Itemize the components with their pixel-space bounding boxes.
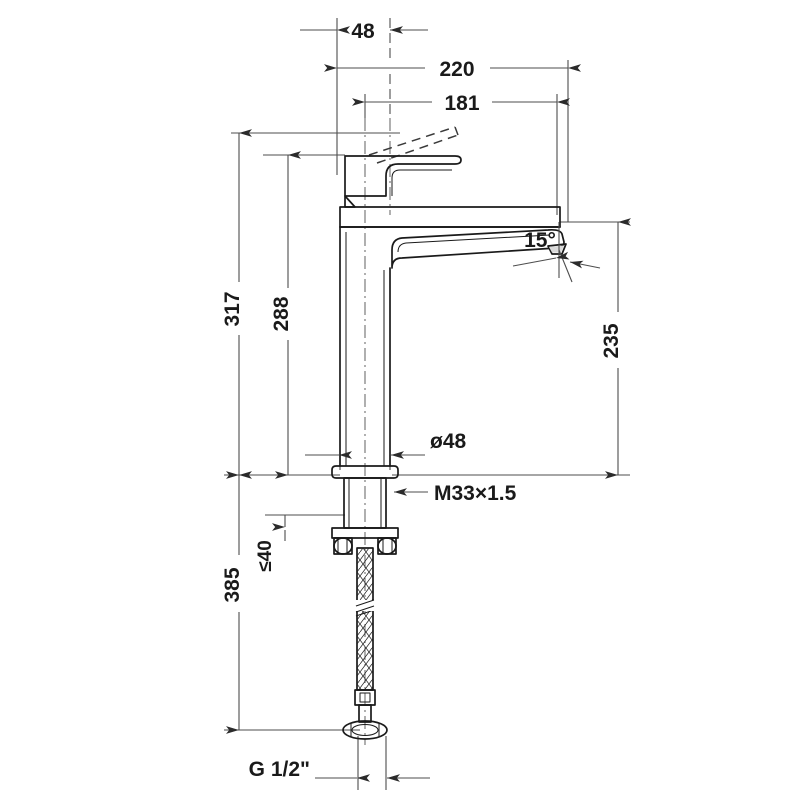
faucet-column: [339, 226, 391, 467]
dim-g12-group: G 1/2": [249, 758, 430, 782]
dim-235-group: 235: [600, 218, 631, 479]
extension-lines: [224, 18, 630, 790]
dim-48-label: 48: [351, 20, 375, 43]
dim-15deg-group: 15°: [512, 222, 601, 283]
mounting-washer: [331, 527, 399, 539]
dim-317-group: 317: [221, 129, 252, 479]
dim-385-label: 385: [221, 567, 244, 602]
lever-raised-hidden: [368, 126, 459, 164]
nut-right-profile: [377, 537, 397, 555]
dim-220-group: 220: [324, 58, 581, 81]
dim-15deg-label: 15°: [524, 229, 556, 252]
spout-body: [391, 228, 565, 269]
hose-braid-texture: [357, 548, 373, 690]
handle-base: [344, 195, 356, 208]
base-flange: [331, 465, 399, 479]
dim-d48-group: ø48: [305, 430, 467, 459]
g12-connector-nut: [342, 720, 388, 740]
lever-handle: [344, 155, 462, 197]
dim-317-label: 317: [221, 291, 244, 326]
dim-m33-label: M33×1.5: [434, 482, 517, 505]
lever-raised-hidden-end: [454, 126, 459, 136]
dim-g12-label: G 1/2": [249, 758, 310, 781]
dim-220-label: 220: [439, 58, 474, 81]
dim-288-label: 288: [270, 296, 293, 331]
spout-body-inner: [397, 234, 551, 253]
dim-max40-label: ≤40: [255, 540, 276, 572]
dim-181-group: 181: [352, 92, 570, 115]
dim-48-group: 48: [300, 20, 428, 43]
faucet-geometry: [331, 126, 567, 740]
dim-288-group: 288: [270, 151, 301, 479]
hose-ferrule: [354, 689, 376, 706]
dim-d48-label: ø48: [430, 430, 467, 453]
dim-385-group: 385: [221, 471, 252, 734]
lever-handle-inner: [391, 169, 452, 196]
nut-left-profile: [333, 537, 353, 555]
cartridge-housing: [339, 206, 561, 228]
dim-max40-group: ≤40: [255, 515, 286, 572]
dim-m33-group: M33×1.5: [394, 482, 517, 505]
dim-235-label: 235: [600, 323, 623, 358]
dim-181-label: 181: [444, 92, 479, 115]
